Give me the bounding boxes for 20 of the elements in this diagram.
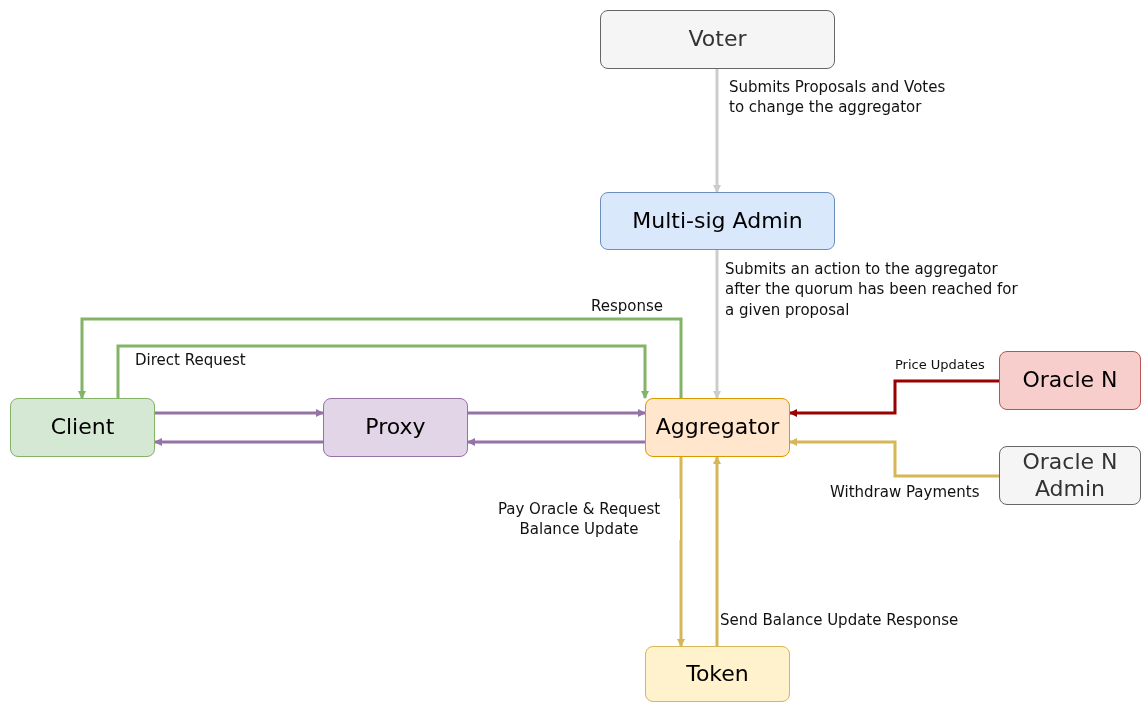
arrow xyxy=(789,379,999,417)
process-box: Client xyxy=(10,398,155,457)
arrow xyxy=(713,69,721,193)
process-box: Voter xyxy=(600,10,835,69)
arrow xyxy=(155,409,324,417)
arrow xyxy=(677,457,685,647)
arrow xyxy=(78,317,683,399)
process-box: Oracle N xyxy=(999,351,1141,410)
arrow xyxy=(116,344,649,399)
process-box: Proxy xyxy=(323,398,468,457)
arrow xyxy=(467,438,645,446)
process-box: Oracle N Admin xyxy=(999,446,1141,505)
arrow xyxy=(789,438,999,478)
process-box: Multi-sig Admin xyxy=(600,192,835,250)
process-box: Aggregator xyxy=(645,398,790,457)
arrow xyxy=(713,250,721,399)
arrow xyxy=(154,438,323,446)
process-box: Token xyxy=(645,646,790,702)
arrow xyxy=(468,409,646,417)
arrow xyxy=(713,456,721,646)
